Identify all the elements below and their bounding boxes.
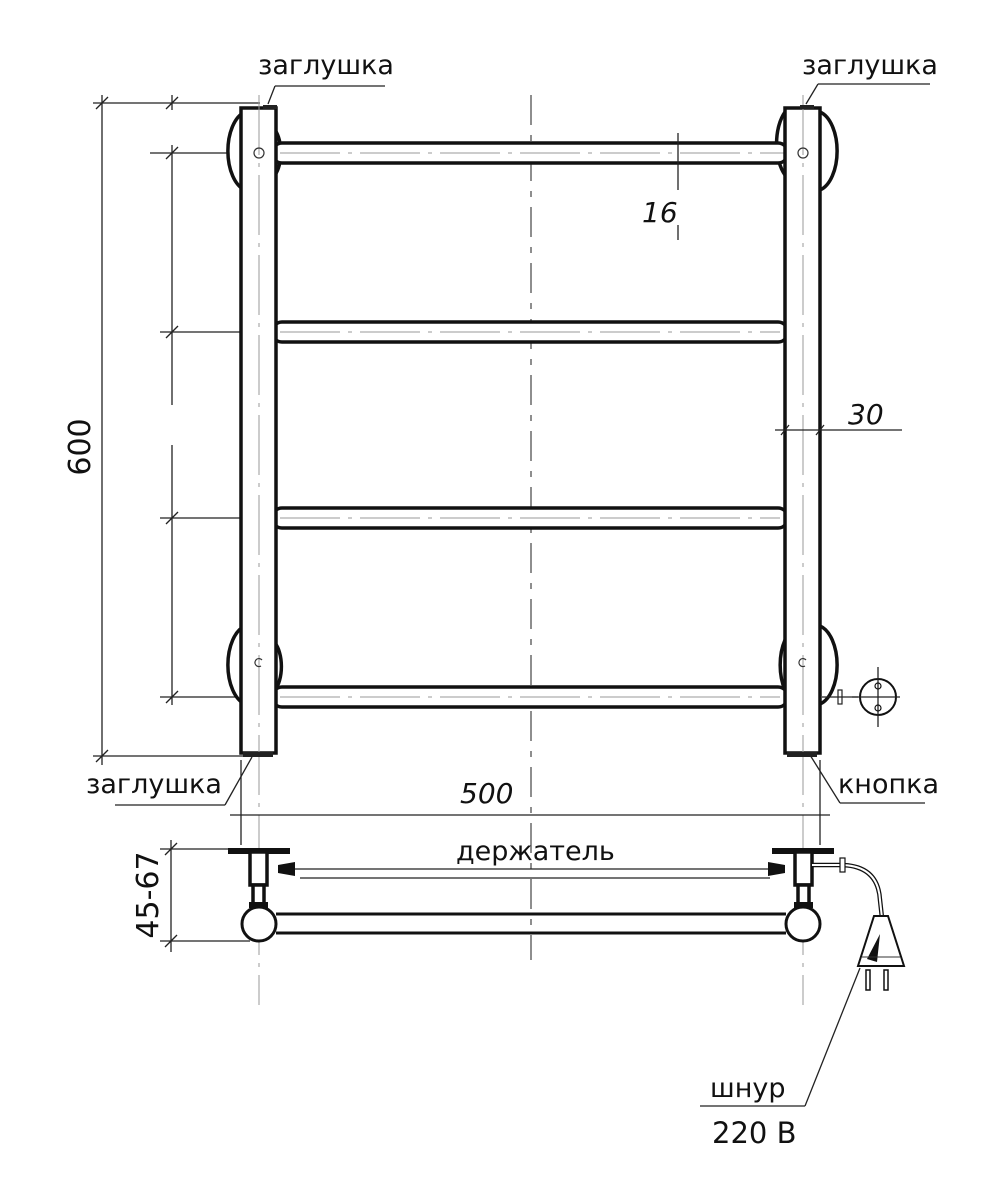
power-cord bbox=[812, 857, 906, 991]
cap-top-right-label: заглушка bbox=[802, 50, 938, 81]
crossbars bbox=[270, 141, 800, 709]
wall-offset-value: 45-67 bbox=[131, 851, 166, 938]
cord-label: шнур bbox=[710, 1073, 785, 1104]
button-label: кнопка bbox=[838, 769, 939, 800]
cap-top-left-callout: заглушка bbox=[258, 50, 394, 105]
post-diameter-value: 30 bbox=[848, 398, 884, 431]
holder-label: держатель bbox=[456, 836, 615, 867]
top-view-bar bbox=[276, 912, 786, 935]
height-value: 600 bbox=[63, 418, 98, 475]
wall-mounts bbox=[226, 110, 839, 706]
button-callout: кнопка bbox=[809, 754, 939, 804]
cord-callout: шнур 220 В bbox=[700, 967, 861, 1150]
right-holder bbox=[772, 848, 834, 943]
post-diameter-dimension: 30 bbox=[775, 398, 902, 436]
cap-bottom-left-callout: заглушка bbox=[86, 756, 253, 806]
holder-dimension: держатель bbox=[278, 836, 785, 879]
cap-bottom-left-label: заглушка bbox=[86, 769, 222, 800]
caps bbox=[243, 105, 817, 757]
plug-icon bbox=[856, 915, 906, 967]
cap-top-left-label: заглушка bbox=[258, 50, 394, 81]
bar-diameter-value: 16 bbox=[642, 196, 678, 229]
height-dimension: 600 bbox=[63, 95, 260, 765]
button-detail bbox=[822, 667, 900, 727]
width-value: 500 bbox=[460, 777, 513, 810]
cap-top-right-callout: заглушка bbox=[802, 50, 938, 105]
left-holder bbox=[228, 848, 290, 943]
wall-offset-dimension: 45-67 bbox=[131, 840, 250, 952]
voltage-label: 220 В bbox=[712, 1116, 796, 1150]
width-dimension: 500 bbox=[230, 760, 830, 845]
bar-diameter-dimension: 16 bbox=[642, 133, 679, 240]
